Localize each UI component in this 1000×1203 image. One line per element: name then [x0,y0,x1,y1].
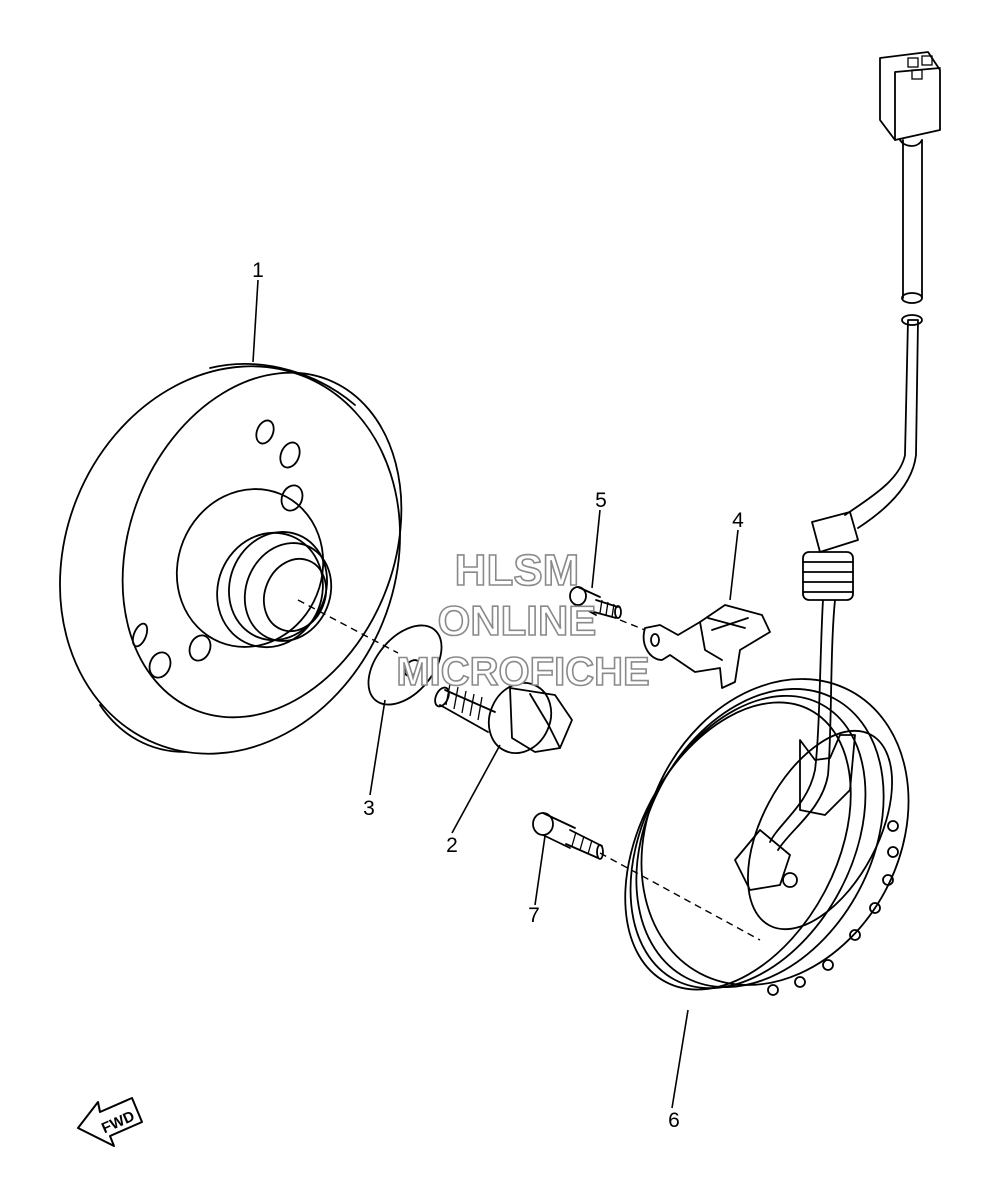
leader-2 [451,744,501,834]
leader-6 [671,1009,689,1109]
watermark-line-1: HLSM [455,546,580,595]
callout-5: 5 [595,489,607,512]
part-5-screw [569,586,622,619]
callout-3: 3 [363,797,375,820]
callout-1: 1 [252,259,264,282]
watermark-line-3: MICROFICHE [396,650,649,694]
leader-7 [534,835,546,906]
watermark-line-2: ONLINE [438,597,597,644]
part-2-bolt [434,682,573,754]
leader-3 [369,699,386,796]
alignment-line-1 [297,599,399,654]
part-3-washer [367,624,443,706]
callout-7: 7 [528,904,540,927]
leader-5 [591,509,601,589]
alignment-line-3 [599,852,761,941]
callout-2: 2 [446,834,458,857]
forward-direction-badge: FWD [77,1097,143,1147]
leader-4 [729,529,739,601]
part-1-rotor [59,363,403,755]
callout-4: 4 [732,509,744,532]
leader-1 [252,279,259,363]
part-7-screw [532,812,604,860]
part-6-stator [624,51,941,996]
forward-arrow-icon [77,1097,143,1147]
part-4-bracket [642,604,771,689]
alignment-line-2 [619,619,646,631]
callout-6: 6 [668,1109,680,1132]
